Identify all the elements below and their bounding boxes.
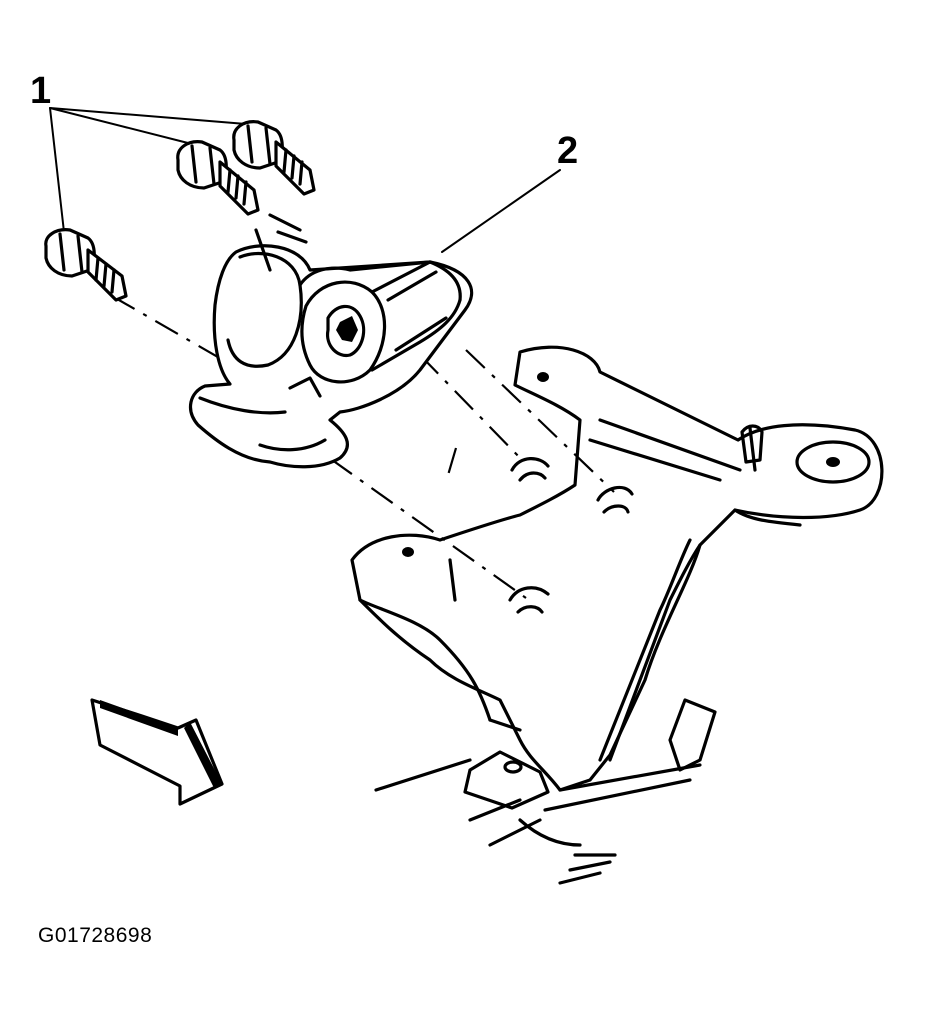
callout-2-leader [441,169,561,253]
alignment-lines [111,295,615,599]
direction-arrow-icon [90,698,224,806]
bolt-holes [508,457,634,614]
callout-1-leaders [49,107,247,233]
callout-2-label: 2 [557,130,579,172]
stud-bracket [463,750,550,847]
crossmember [350,345,884,885]
bolt-3 [232,120,316,196]
mount-assembly [188,213,474,469]
callout-1-label: 1 [30,70,52,112]
figure-id-label: G01728698 [38,924,153,947]
bolt-1 [44,228,128,302]
bolt-2 [176,140,260,216]
